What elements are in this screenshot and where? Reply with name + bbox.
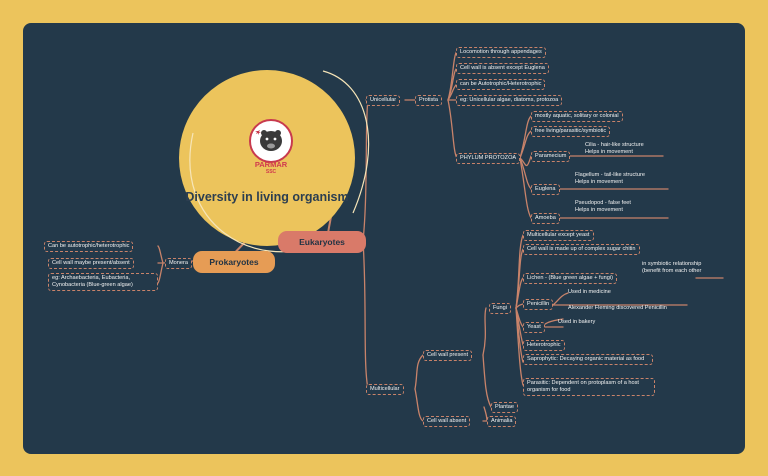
paramecium-note-2: Helps in movement xyxy=(585,149,633,155)
lichen-note-2: (benefit from each other xyxy=(642,268,702,274)
protista-fact-2: Cell wall is absent except Euglena xyxy=(456,63,549,74)
euglena-note-2: Helps in movement xyxy=(575,179,623,185)
yeast-node[interactable]: Yeast xyxy=(523,322,545,333)
protozoa-fact-1: mostly aquatic, solitary or colonial xyxy=(531,111,623,122)
monera-node[interactable]: Monera xyxy=(165,258,192,269)
protozoa-node[interactable]: PHYLUM PROTOZOA xyxy=(456,153,521,164)
euglena-note-1: Flagellum - tail-like structure xyxy=(575,172,645,178)
fungi-multicellular: Multicellular except yeast xyxy=(523,230,594,241)
plantae-node[interactable]: Plantae xyxy=(491,402,518,413)
logo-sub: SSC xyxy=(265,169,277,175)
euglena-node[interactable]: Euglena xyxy=(531,184,560,195)
protista-fact-4: eg: Unicellular algae, diatoms, protozoa xyxy=(456,95,563,106)
fungi-saprophytic: Saprophytic: Decaying organic material a… xyxy=(523,354,653,365)
penicillin-note-2: Alexander Fleming discovered Penicillin xyxy=(568,305,667,311)
lichen-note-1: in symbiotic relationship xyxy=(642,261,702,267)
monera-fact-3: eg: Archaebacteria, Eubacteria, Cynobact… xyxy=(48,273,158,291)
cell-wall-present-node[interactable]: Cell wall present xyxy=(423,350,473,361)
cell-wall-absent-node[interactable]: Cell wall absent xyxy=(423,416,471,427)
lichen-node[interactable]: Lichen - (Blue green algae + fungi) xyxy=(523,273,617,284)
paramecium-note-1: Cilia - hair-like structure xyxy=(585,142,644,148)
brand-logo-icon xyxy=(249,119,293,163)
fungi-node[interactable]: Fungi xyxy=(489,303,511,314)
protista-fact-1: Locomotion through appendages xyxy=(456,47,546,58)
monera-fact-1: Can be autotrophic/heterotrophic xyxy=(44,241,134,252)
amoeba-node[interactable]: Amoeba xyxy=(531,213,560,224)
animalia-node[interactable]: Animalia xyxy=(487,416,517,427)
multicellular-node[interactable]: Multicellular xyxy=(366,384,404,395)
protista-fact-3: can be Autotrophic/Heterotrophic xyxy=(456,79,546,90)
paramecium-node[interactable]: Paramecium xyxy=(531,151,571,162)
amoeba-note-1: Pseudopod - false feet xyxy=(575,200,631,206)
protozoa-fact-2: free living/parasitic/symbiotic xyxy=(531,126,611,137)
mind-map-board: PARMAR SSC Diversity in living organism … xyxy=(23,23,745,454)
eukaryotes-node[interactable]: Eukaryotes xyxy=(278,231,366,253)
unicellular-node[interactable]: Unicellular xyxy=(366,95,401,106)
fungi-parasitic: Parasitic: Dependent on protoplasm of a … xyxy=(523,378,655,396)
fungi-chitin: Cell wall is made up of complex sugar ch… xyxy=(523,244,640,255)
prokaryotes-node[interactable]: Prokaryotes xyxy=(193,251,275,273)
amoeba-note-2: Helps in movement xyxy=(575,207,623,213)
center-title: Diversity in living organism xyxy=(185,190,349,204)
monera-fact-2: Cell wall maybe present/absent xyxy=(48,258,134,269)
penicillin-node[interactable]: Penicillin xyxy=(523,299,554,310)
protista-node[interactable]: Protista xyxy=(415,95,442,106)
fungi-heterotrophic: Heterotrophic xyxy=(523,340,565,351)
logo-name: PARMAR xyxy=(254,160,288,169)
yeast-note: Used in bakery xyxy=(558,319,596,325)
penicillin-note-1: Used in medicine xyxy=(568,289,611,295)
